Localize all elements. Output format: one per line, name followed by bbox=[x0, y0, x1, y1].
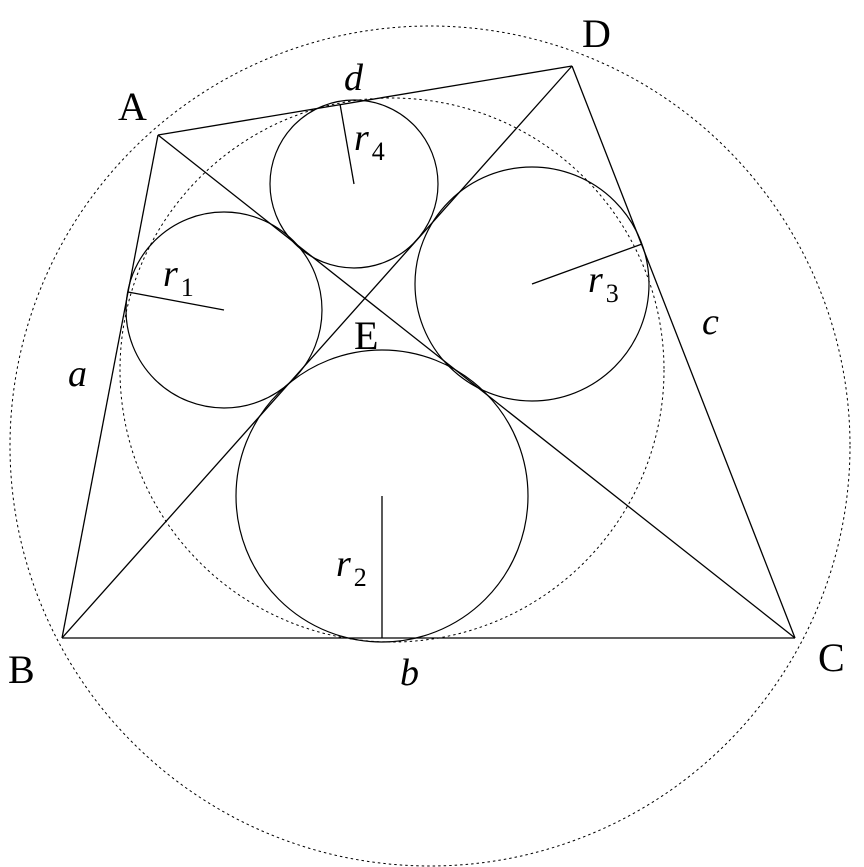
vertex-label-c: C bbox=[818, 635, 845, 680]
side-label-c: c bbox=[702, 301, 719, 343]
diagonal-bd bbox=[61, 65, 573, 639]
incircle-r1 bbox=[125, 211, 323, 409]
incircle-r3 bbox=[414, 166, 650, 402]
vertex-label-a: A bbox=[118, 84, 147, 129]
side-label-b: b bbox=[400, 652, 419, 694]
incircle-r4 bbox=[269, 99, 439, 269]
side-label-d: d bbox=[344, 57, 364, 99]
side-dc bbox=[571, 65, 796, 639]
radius-r1 bbox=[127, 291, 225, 311]
incircle bbox=[119, 97, 665, 643]
vertex-label-d: D bbox=[582, 11, 611, 56]
vertex-label-b: B bbox=[8, 647, 35, 692]
circumcircle bbox=[9, 25, 851, 867]
incircle-r2 bbox=[235, 349, 529, 643]
radius-r4 bbox=[339, 103, 355, 185]
side-label-a: a bbox=[68, 353, 87, 395]
side-ab bbox=[61, 134, 159, 639]
radius-r3 bbox=[531, 243, 643, 285]
vertex-label-e: E bbox=[354, 313, 378, 358]
